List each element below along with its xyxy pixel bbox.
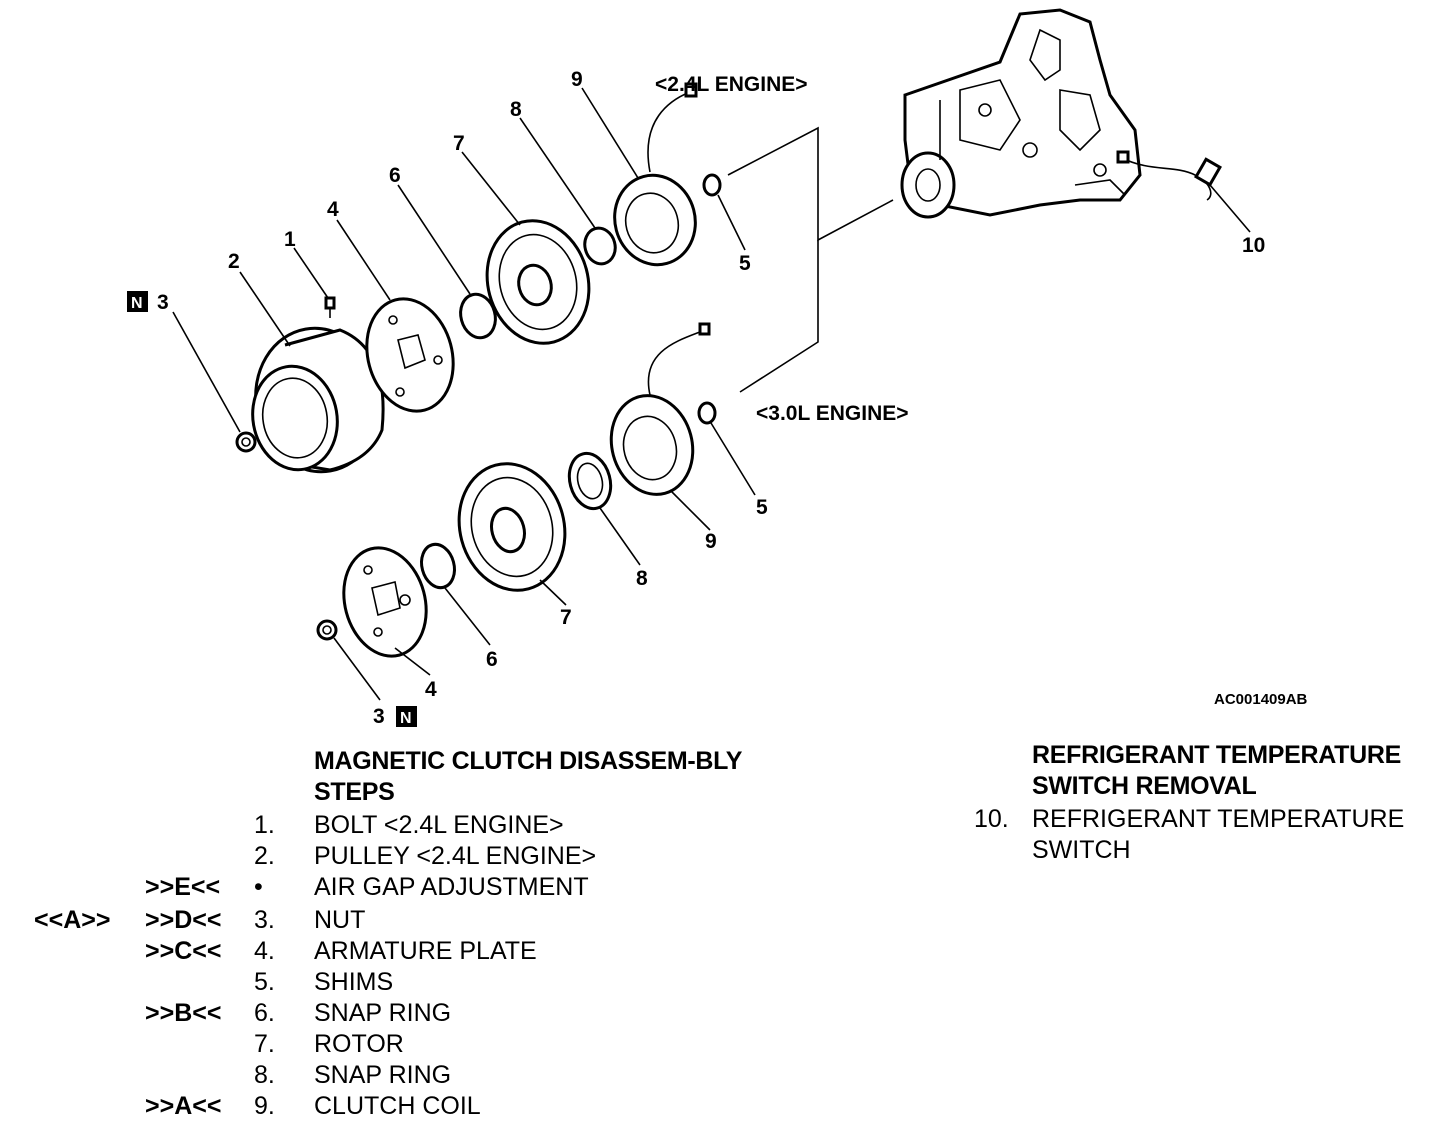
step-row: 2. PULLEY <2.4L ENGINE> [0,841,760,872]
callout-4-top: 4 [327,198,339,221]
snap-ring-bottom [420,542,456,590]
step-row: 8. SNAP RING [0,1060,760,1091]
step-text: ARMATURE PLATE [314,937,537,965]
step-text: PULLEY <2.4L ENGINE> [314,842,597,870]
clutch-coil-top [613,82,698,267]
rotor-bottom [457,462,567,592]
engine-label-30: <3.0L ENGINE> [756,402,909,425]
step-number: 5. [254,968,275,996]
step-number: 7. [254,1030,275,1058]
step-bullet: • [254,873,263,901]
step-row: <<A>> >>D<< 3. NUT [0,905,760,936]
step-row: >>E<< • AIR GAP ADJUSTMENT [0,872,760,903]
step-number: 9. [254,1092,275,1120]
callout-3-bottom: 3 [373,705,385,728]
rotor-top [485,219,591,345]
callout-6-bottom: 6 [486,648,498,671]
shim-top [702,173,722,197]
removal-step-text: REFRIGERANT TEMPERATURE SWITCH [1032,805,1405,864]
callout-9-bottom: 9 [705,530,717,553]
compressor [900,8,1222,219]
leader-lines [172,87,1251,701]
step-row: >>C<< 4. ARMATURE PLATE [0,936,760,967]
engine-bracket-lines [727,126,894,393]
callout-9-top: 9 [571,68,583,91]
step-text: BOLT <2.4L ENGINE> [314,811,564,839]
step-text: CLUTCH COIL [314,1092,481,1120]
step-text: ROTOR [314,1030,404,1058]
step-row: 1. BOLT <2.4L ENGINE> [0,810,760,841]
callout-labels: 1 2 N 3 4 6 7 8 9 <2.4L ENGINE> 5 10 <3.… [127,68,1308,728]
callout-10: 10 [1242,234,1265,257]
disassembly-heading: MAGNETIC CLUTCH DISASSEM-BLY STEPS [314,747,742,806]
step-number: 2. [254,842,275,870]
step-text: AIR GAP ADJUSTMENT [314,873,589,901]
callout-7-bottom: 7 [560,606,572,629]
step-row: 7. ROTOR [0,1029,760,1060]
new-part-box-bottom [396,706,417,727]
step-number: 8. [254,1061,275,1089]
step-number: 4. [254,937,275,965]
service-ref-b: >>D<< [145,906,222,934]
engine-label-24: <2.4L ENGINE> [655,73,808,96]
step-text: NUT [314,906,366,934]
step-text: SNAP RING [314,999,452,1027]
snap-ring-2-top [583,226,617,266]
callout-8-bottom: 8 [636,567,648,590]
callout-7-top: 7 [453,132,465,155]
step-text: SNAP RING [314,1061,452,1089]
service-ref-a: <<A>> [34,906,111,934]
new-part-box-top [127,291,148,312]
new-part-mark-bottom: N [400,710,412,727]
step-row: 5. SHIMS [0,967,760,998]
step-number: 3. [254,906,275,934]
snap-ring-2-bottom [567,451,613,511]
snap-ring-top [459,292,497,340]
armature-plate-top [365,297,455,413]
callout-6-top: 6 [389,164,401,187]
clutch-coil-bottom [609,322,711,496]
nut-top [235,431,257,453]
nut-bottom [316,619,338,641]
service-ref-b: >>E<< [145,873,221,901]
callout-5-bottom: 5 [756,496,768,519]
pulley [251,326,385,474]
step-row: >>B<< 6. SNAP RING [0,998,760,1029]
new-part-mark-top: N [131,295,143,312]
callout-8-top: 8 [510,98,522,121]
step-number: 1. [254,811,275,839]
service-ref-b: >>B<< [145,999,222,1027]
service-ref-b: >>A<< [145,1092,222,1120]
bolt [324,296,336,318]
callout-1: 1 [284,228,296,251]
service-ref-b: >>C<< [145,937,222,965]
removal-step-number: 10. [974,805,1009,833]
step-number: 6. [254,999,275,1027]
callout-5-top: 5 [739,252,751,275]
callout-2: 2 [228,250,240,273]
callout-3-top: 3 [157,291,169,314]
removal-heading: REFRIGERANT TEMPERATURE SWITCH REMOVAL [1032,741,1402,800]
exploded-view-diagram: 1 2 N 3 4 6 7 8 9 <2.4L ENGINE> 5 10 <3.… [127,8,1308,728]
shim-bottom [697,401,717,425]
armature-plate-bottom [342,546,428,658]
step-row: >>A<< 9. CLUTCH COIL [0,1091,760,1122]
callout-4-bottom: 4 [425,678,437,701]
step-text: SHIMS [314,968,394,996]
figure-code: AC001409AB [1214,691,1308,708]
